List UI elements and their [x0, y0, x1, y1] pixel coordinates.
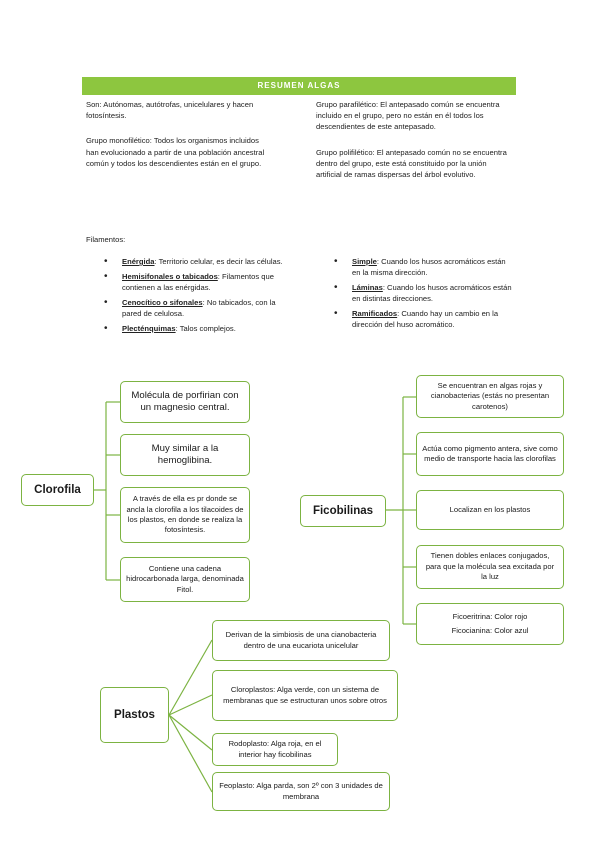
ficobilinas-item-dobles-enlaces: Tienen dobles enlaces conjugados, para q…: [416, 545, 564, 589]
clorofila-hub: Clorofila: [21, 474, 94, 506]
plastos-item-simbiosis: Derivan de la simbiosis de una cianobact…: [212, 620, 390, 661]
term-description: : No tabicados, con la pared de celulosa…: [122, 297, 276, 318]
ficobilinas-item-pigmento: Actúa como pigmento antera, sive como me…: [416, 432, 564, 476]
plastos-hub: Plastos: [100, 687, 169, 743]
intro-polifiletico: Grupo polifilético: El antepasado común …: [316, 147, 507, 180]
summary-title-banner: RESUMEN ALGAS: [82, 77, 516, 95]
clorofila-item-tilacoides: A través de ella es pr donde se ancla la…: [120, 487, 250, 543]
list-item: Ramificados: Cuando hay un cambio en la …: [330, 308, 516, 330]
term: Plecténquimas: [122, 323, 176, 333]
list-item: Hemisifonales o tabicados: Filamentos qu…: [100, 271, 292, 293]
filamentos-right-list: Simple: Cuando los husos acromáticos est…: [330, 256, 516, 334]
intro-left-column: Son: Autónomas, autótrofas, unicelulares…: [86, 99, 272, 183]
intro-parafiletico: Grupo parafilético: El antepasado común …: [316, 100, 500, 132]
ficobilinas-item-pigmentos: Ficoeritrina: Color rojo Ficocianina: Co…: [416, 603, 564, 645]
filamentos-label: Filamentos:: [86, 235, 126, 244]
term: Simple: [352, 257, 377, 266]
clorofila-item-hemoglobina: Muy similar a la hemoglibina.: [120, 434, 250, 476]
intro-definition: Son: Autónomas, autótrofas, unicelulares…: [86, 100, 254, 121]
clorofila-item-porfirina: Molécula de porfirian con un magnesio ce…: [120, 381, 250, 423]
intro-right-column: Grupo parafilético: El antepasado común …: [316, 99, 510, 194]
list-item: Láminas: Cuando los husos acromáticos es…: [330, 282, 516, 304]
term-description: : Territorio celular, es decir las célul…: [154, 257, 283, 266]
ficobilinas-item-algas-rojas: Se encuentran en algas rojas y cianobact…: [416, 375, 564, 418]
term-description: : Cuando los husos acromáticos están en …: [352, 257, 506, 278]
ficobilinas-hub: Ficobilinas: [300, 495, 386, 527]
term-description: : Cuando hay un cambio en la dirección d…: [352, 308, 499, 330]
ficocianina-label: Ficocianina: Color azul: [451, 626, 529, 635]
list-item: Enérgida: Territorio celular, es decir l…: [100, 256, 292, 267]
filamentos-left-list: Enérgida: Territorio celular, es decir l…: [100, 256, 292, 337]
ficobilinas-item-plastos: Localizan en los plastos: [416, 490, 564, 530]
list-item: Cenocítico o sifonales: No tabicados, co…: [100, 297, 292, 319]
list-item: Simple: Cuando los husos acromáticos est…: [330, 256, 516, 278]
plastos-item-feoplasto: Feoplasto: Alga parda, son 2º con 3 unid…: [212, 772, 390, 811]
term-description: : Talos complejos.: [175, 323, 236, 333]
term: Ramificados: [352, 308, 398, 318]
term-description: : Filamentos que contienen a las enérgid…: [122, 271, 274, 292]
term-description: : Cuando los husos acromáticos están en …: [352, 282, 512, 304]
term: Cenocítico o sifonales: [122, 297, 203, 307]
clorofila-item-fitol: Contiene una cadena hidrocarbonada larga…: [120, 557, 250, 602]
plastos-item-rodoplasto: Rodoplasto: Alga roja, en el interior ha…: [212, 733, 338, 766]
plastos-item-cloroplastos: Cloroplastos: Alga verde, con un sistema…: [212, 670, 398, 721]
term: Enérgida: [122, 257, 155, 266]
term: Hemisifonales o tabicados: [122, 271, 218, 281]
intro-monofiletico: Grupo monofilético: Todos los organismos…: [86, 136, 265, 168]
list-item: Plecténquimas: Talos complejos.: [100, 323, 292, 334]
ficoeritrina-label: Ficoeritrina: Color rojo: [452, 611, 528, 621]
term: Láminas: [352, 282, 383, 292]
